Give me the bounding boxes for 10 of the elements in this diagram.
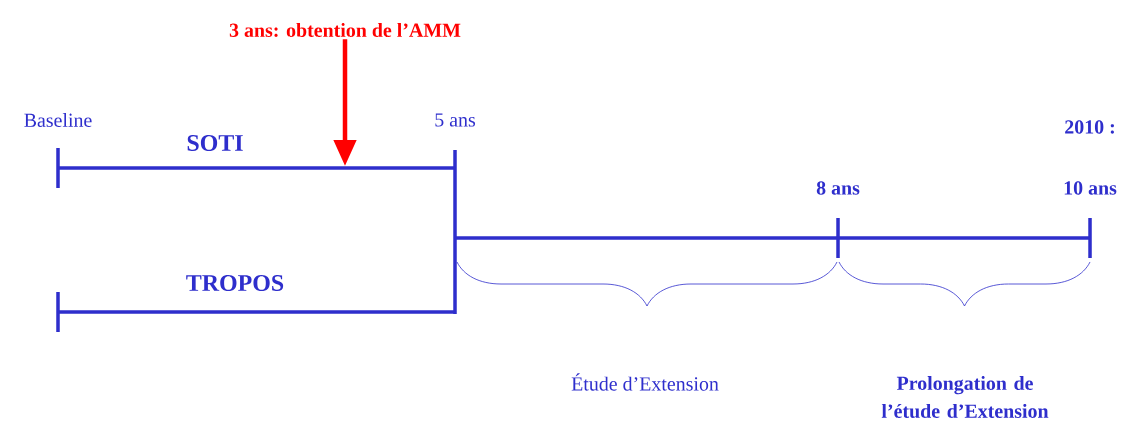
timeline-label: TROPOS (186, 274, 284, 292)
timeline-label: 8 ans (816, 181, 860, 195)
timeline-label: Étude d’Extension (571, 373, 719, 391)
timeline-label: 10 ans (1064, 181, 1117, 195)
annotation-text: 3 ans: obtention de l’AMM (229, 22, 461, 38)
timeline-label: Prolongation de l’étude d’Extension (881, 376, 1049, 418)
timeline-label: Baseline (24, 113, 92, 127)
timeline-label: 5 ans (435, 113, 476, 127)
timeline-bar (58, 166, 455, 170)
timeline-label: 2010 : (1065, 120, 1114, 134)
